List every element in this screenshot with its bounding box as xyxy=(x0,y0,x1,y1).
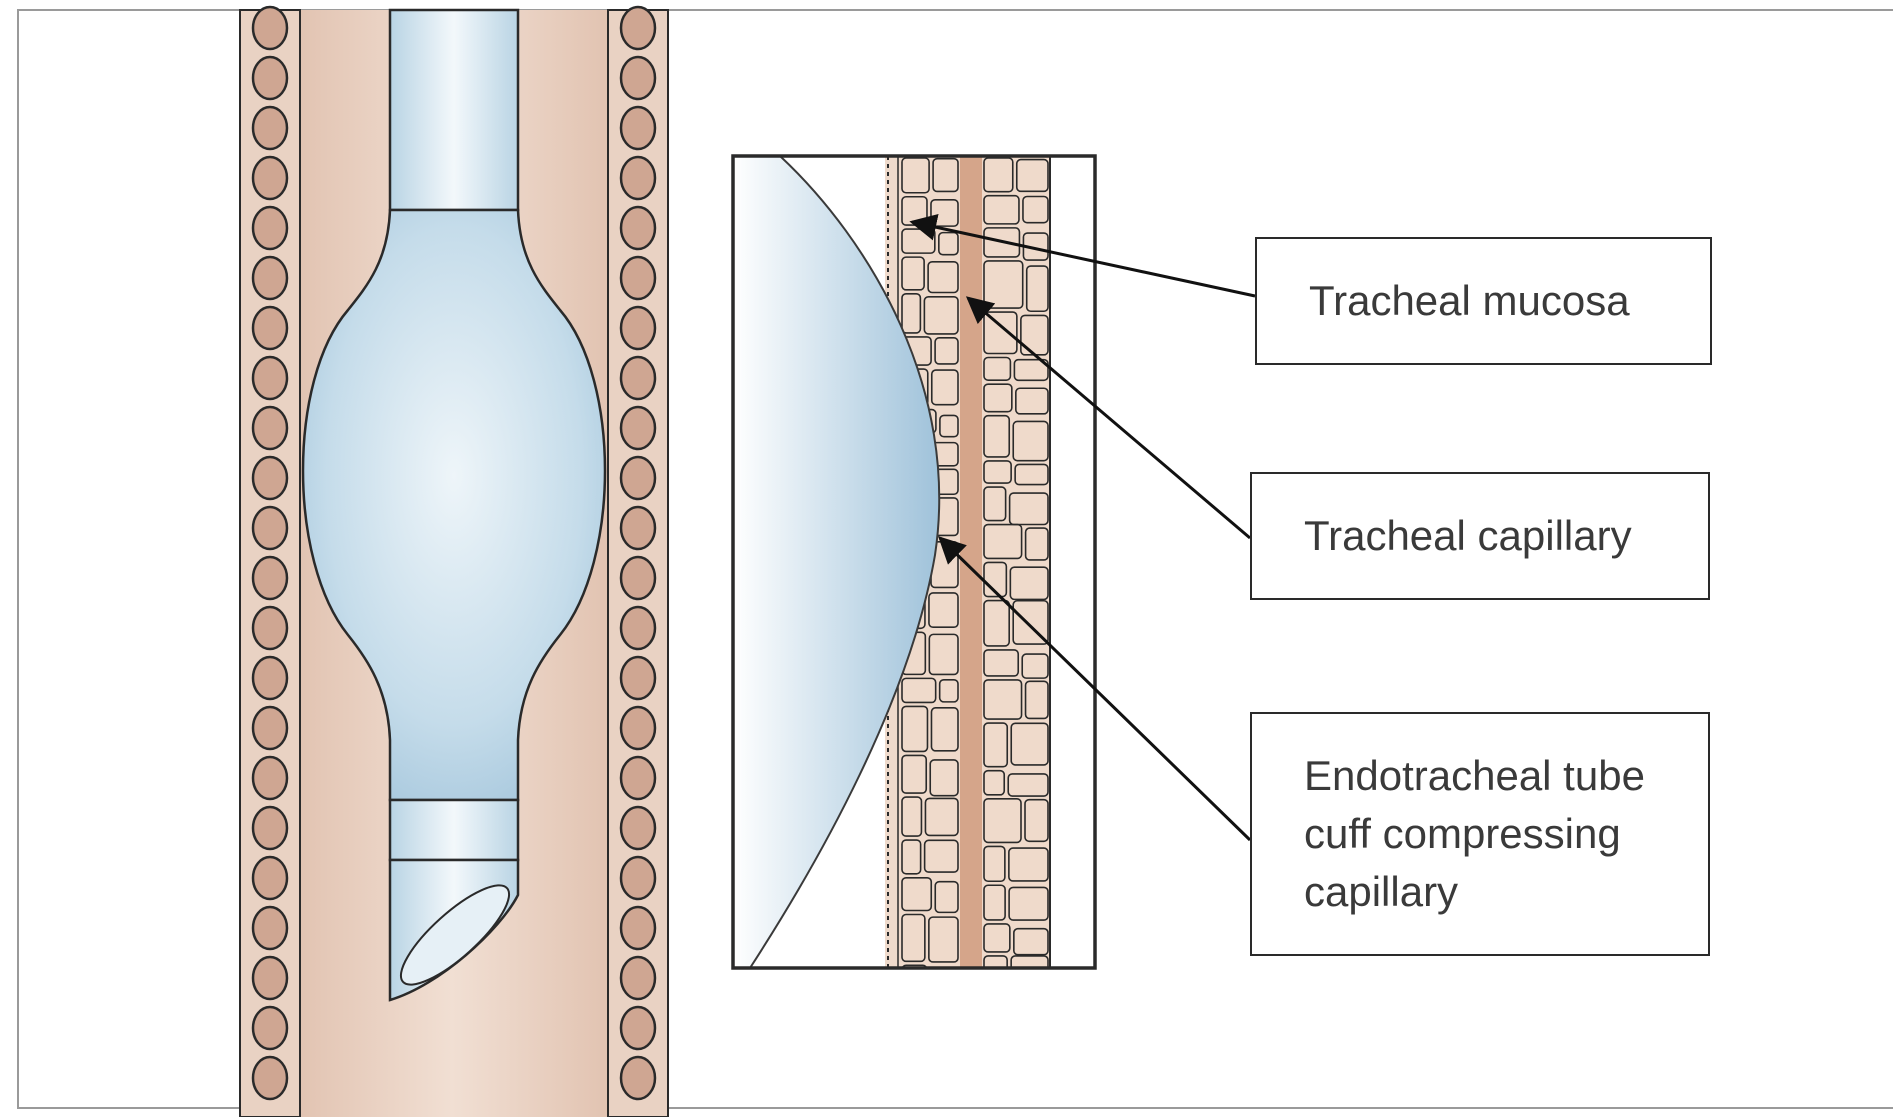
cartilage-ring xyxy=(621,207,655,249)
cartilage-ring xyxy=(621,907,655,949)
cartilage-ring xyxy=(253,1057,287,1099)
cartilage-ring xyxy=(253,257,287,299)
cartilage-ring xyxy=(253,7,287,49)
cartilage-ring xyxy=(621,57,655,99)
tissue-cell xyxy=(902,965,927,1000)
label-text-block: Endotracheal tube cuff compressing capil… xyxy=(1304,747,1645,921)
cartilage-ring xyxy=(621,857,655,899)
cartilage-ring xyxy=(621,257,655,299)
cartilage-ring xyxy=(253,107,287,149)
label-text: Tracheal mucosa xyxy=(1309,272,1630,330)
label-tracheal-mucosa: Tracheal mucosa xyxy=(1255,237,1712,365)
cartilage-ring xyxy=(253,757,287,799)
cartilage-ring xyxy=(253,557,287,599)
magnified-inset xyxy=(733,156,1095,1003)
cartilage-ring xyxy=(253,907,287,949)
cartilage-ring xyxy=(621,707,655,749)
cartilage-ring xyxy=(621,1007,655,1049)
label-cuff-compressing: Endotracheal tube cuff compressing capil… xyxy=(1250,712,1710,956)
cartilage-ring xyxy=(621,457,655,499)
cartilage-ring xyxy=(253,207,287,249)
cartilage-ring xyxy=(621,357,655,399)
cartilage-ring xyxy=(253,357,287,399)
label-text: Endotracheal tube xyxy=(1304,747,1645,805)
cartilage-ring xyxy=(621,157,655,199)
cartilage-ring xyxy=(621,107,655,149)
label-tracheal-capillary: Tracheal capillary xyxy=(1250,472,1710,600)
label-text: cuff compressing xyxy=(1304,805,1645,863)
cartilage-ring xyxy=(253,857,287,899)
cartilage-ring xyxy=(621,607,655,649)
cartilage-ring xyxy=(253,157,287,199)
cartilage-ring xyxy=(253,657,287,699)
cartilage-ring xyxy=(253,307,287,349)
cartilage-ring xyxy=(621,307,655,349)
cartilage-ring xyxy=(621,557,655,599)
tissue-cell xyxy=(931,970,958,1003)
cartilage-ring xyxy=(621,1057,655,1099)
cartilage-ring xyxy=(253,457,287,499)
cartilage-ring xyxy=(253,407,287,449)
cartilage-ring xyxy=(621,507,655,549)
cartilage-ring xyxy=(253,607,287,649)
cartilage-ring xyxy=(253,807,287,849)
cartilage-ring xyxy=(253,957,287,999)
label-text: capillary xyxy=(1304,863,1645,921)
cartilage-ring xyxy=(253,57,287,99)
cartilage-ring xyxy=(253,1007,287,1049)
cartilage-ring xyxy=(621,807,655,849)
cartilage-ring xyxy=(621,957,655,999)
label-text: Tracheal capillary xyxy=(1304,507,1632,565)
cartilage-ring xyxy=(621,7,655,49)
cartilage-ring xyxy=(253,707,287,749)
cartilage-ring xyxy=(621,657,655,699)
cartilage-ring xyxy=(621,407,655,449)
cartilage-ring xyxy=(621,757,655,799)
cartilage-ring xyxy=(253,507,287,549)
